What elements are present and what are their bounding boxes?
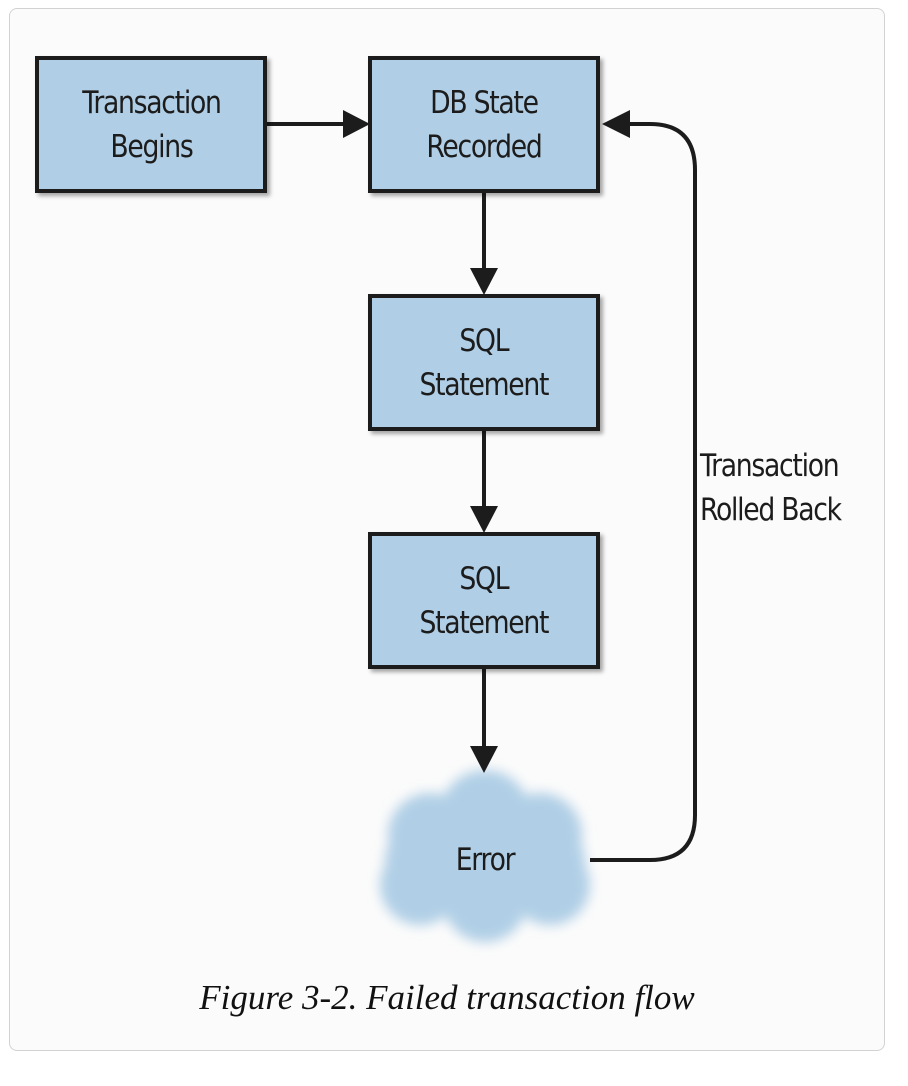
node-transaction-begins-label: Transaction Begins <box>81 84 222 165</box>
node-db-state-recorded-label: DB State Recorded <box>426 84 542 165</box>
node-transaction-begins: Transaction Begins <box>35 56 267 193</box>
node-sql-statement-1: SQL Statement <box>368 294 600 431</box>
edge-label-rolled-back: Transaction Rolled Back <box>700 448 842 528</box>
figure-caption: Figure 3-2. Failed transaction flow <box>199 978 695 1017</box>
arrow-begins-to-recorded <box>265 110 370 138</box>
error-cloud <box>380 770 590 942</box>
node-sql-statement-2-label: SQL Statement <box>419 560 550 641</box>
arrow-sql2-to-error <box>470 668 498 773</box>
arrow-recorded-to-sql1 <box>470 191 498 295</box>
node-error-label: Error <box>455 842 516 878</box>
node-sql-statement-1-label: SQL Statement <box>419 322 550 403</box>
arrow-error-to-recorded-rollback <box>590 110 697 862</box>
node-sql-statement-2: SQL Statement <box>368 532 600 669</box>
node-db-state-recorded: DB State Recorded <box>368 56 600 193</box>
arrow-sql1-to-sql2 <box>470 430 498 533</box>
